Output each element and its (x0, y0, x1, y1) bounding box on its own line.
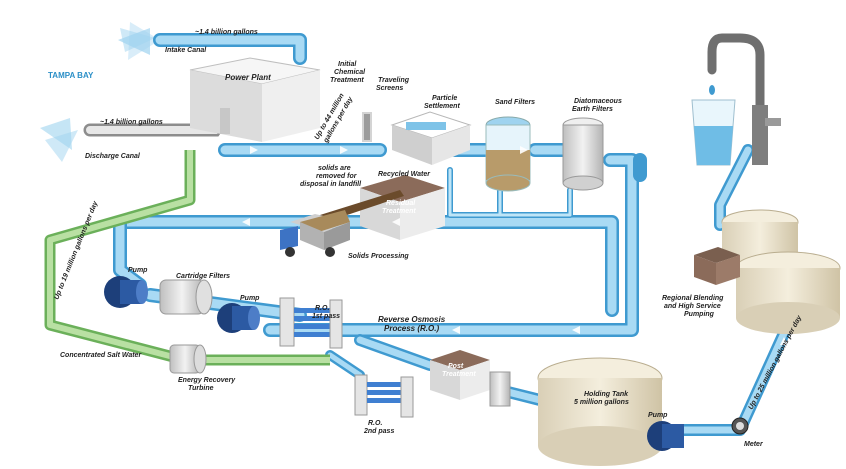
energy-recovery-label-2: Turbine (188, 385, 214, 392)
discharge-flow-label: ~1.4 billion gallons (100, 119, 163, 126)
traveling-screens-label-2: Screens (376, 85, 403, 92)
initial-chem-label-1: Initial (338, 61, 357, 68)
diatomaceous-label-2: Earth Filters (572, 106, 613, 113)
pump-2 (217, 303, 260, 333)
residual-label-2: Treatment (382, 208, 416, 215)
particle-settlement-tank (390, 111, 472, 165)
ro-second-pass (354, 374, 414, 418)
chemical-treatment (362, 112, 372, 142)
energy-recovery-label-1: Energy Recovery (178, 377, 236, 384)
solids-note-3: disposal in landfill (300, 181, 362, 188)
meter (731, 417, 749, 435)
ro-process-label-2: Process (R.O.) (384, 324, 439, 333)
power-plant (189, 57, 321, 142)
traveling-screens-label-1: Traveling (378, 77, 410, 84)
intake-splash (118, 22, 160, 60)
recycled-water-label: Recycled Water (378, 171, 431, 178)
discharge-canal-label: Discharge Canal (85, 153, 141, 160)
power-plant-label: Power Plant (225, 73, 271, 82)
pump-3 (647, 421, 684, 451)
ro-first-pass (279, 297, 343, 349)
solids-note-1: solids are (318, 165, 351, 172)
energy-recovery-turbine (169, 344, 207, 374)
pump-1 (104, 276, 148, 308)
ro-process-label-1: Reverse Osmosis (378, 315, 446, 324)
sand-filters-label: Sand Filters (495, 99, 535, 106)
holding-tank (537, 357, 663, 466)
regional-label-2: and High Service (664, 303, 721, 310)
residual-label-1: Residual (386, 200, 416, 207)
pump-3-label: Pump (648, 412, 668, 419)
post-label-1: Post (448, 363, 464, 370)
regional-blending-tanks (694, 209, 841, 334)
post-label-2: Treatment (442, 371, 476, 378)
cartridge-filters-label: Cartridge Filters (176, 273, 230, 280)
solids-processing-label: Solids Processing (348, 253, 409, 260)
solids-note-2: removed for (316, 173, 358, 180)
ro-first-label-2: 1st pass (312, 313, 340, 320)
discharge-splash (40, 118, 78, 162)
intake-canal-label: Intake Canal (165, 47, 207, 54)
salt-water-pipe (44, 150, 330, 366)
post-treatment-building (430, 350, 511, 407)
flow-arrows (242, 146, 788, 345)
tampa-bay-label: TAMPA BAY (48, 71, 94, 80)
residual-treatment-building (360, 175, 445, 240)
intake-flow-label: ~1.4 billion gallons (195, 29, 258, 36)
ro-second-label-2: 2nd pass (363, 428, 394, 435)
water-glass (691, 99, 736, 166)
truck (280, 210, 350, 257)
labels: TAMPA BAY ~1.4 billion gallons Intake Ca… (48, 29, 804, 448)
initial-chem-label-3: Treatment (330, 77, 364, 84)
sand-filter (485, 116, 531, 192)
regional-label-1: Regional Blending (662, 295, 724, 302)
initial-chem-label-2: Chemical (334, 69, 366, 76)
regional-label-3: Pumping (684, 311, 715, 318)
cartridge-filter (159, 279, 213, 315)
holding-label-2: 5 million gallons (574, 399, 629, 406)
particle-settlement-label-1: Particle (432, 95, 457, 102)
ro-second-label-1: R.O. (368, 420, 382, 427)
particle-settlement-label-2: Settlement (424, 103, 460, 110)
salt-rate-label: Up to 19 million gallons per day (53, 199, 99, 300)
ro-first-label-1: R.O. (315, 305, 329, 312)
pump-2-label: Pump (240, 295, 260, 302)
holding-label-1: Holding Tank (584, 391, 629, 398)
faucet (707, 33, 781, 165)
diatomaceous-label-1: Diatomaceous (574, 98, 622, 105)
concentrated-salt-label: Concentrated Salt Water (60, 352, 142, 359)
pump-1-label: Pump (128, 267, 148, 274)
meter-label: Meter (744, 441, 764, 448)
de-filter (562, 117, 604, 191)
